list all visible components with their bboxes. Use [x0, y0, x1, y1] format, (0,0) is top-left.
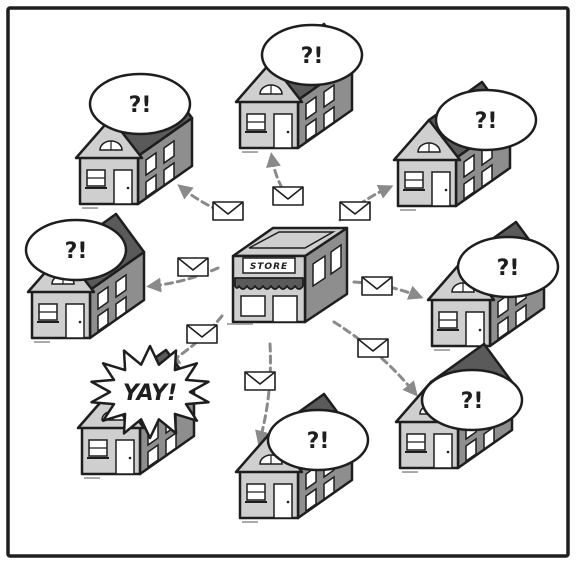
- bubble-shape: [88, 72, 192, 136]
- message-arrow-west: [146, 266, 220, 293]
- store-building: STORE: [227, 226, 349, 325]
- envelope-icon: [177, 257, 209, 277]
- burst-shape: [90, 344, 210, 440]
- reaction-text: ?!: [65, 239, 88, 264]
- store-sign: [242, 257, 296, 274]
- envelope-icon: [272, 186, 304, 206]
- reaction-text: ?!: [461, 389, 484, 414]
- envelope-icon: [357, 338, 389, 358]
- envelope-icon: [361, 276, 393, 296]
- message-arrow-north: [266, 152, 284, 190]
- reaction-text: ?!: [129, 93, 152, 118]
- reaction-text: YAY!: [123, 381, 177, 406]
- envelope-icon: [339, 201, 371, 221]
- store-sign-label: STORE: [250, 262, 288, 272]
- speech-bubble-east: ?!: [456, 235, 560, 299]
- speech-bubble-north-west: ?!: [88, 72, 192, 136]
- reaction-burst-south-west: YAY!: [90, 344, 210, 440]
- envelope-icon: [212, 201, 244, 221]
- bubble-shape: [24, 218, 128, 282]
- envelope-icon: [244, 371, 276, 391]
- message-arrow-south: [255, 342, 272, 446]
- bubble-shape: [266, 408, 370, 472]
- speech-bubble-south: ?!: [266, 408, 370, 472]
- envelope-icon: [186, 324, 218, 344]
- reaction-text: ?!: [307, 429, 330, 454]
- bubbles-layer: ?!?!?!?!?! YAY!?!?!: [24, 23, 560, 472]
- speech-bubble-south-east: ?!: [420, 368, 524, 432]
- speech-bubble-north: ?!: [260, 23, 364, 87]
- speech-bubble-north-east: ?!: [434, 88, 538, 152]
- diagram-frame: [6, 6, 570, 558]
- bubble-shape: [420, 368, 524, 432]
- bubble-shape: [434, 88, 538, 152]
- reaction-text: ?!: [301, 44, 324, 69]
- bubble-shape: [456, 235, 560, 299]
- reaction-text: ?!: [497, 256, 520, 281]
- speech-bubble-west: ?!: [24, 218, 128, 282]
- reaction-text: ?!: [475, 109, 498, 134]
- message-arrow-east: [352, 280, 424, 300]
- bubble-shape: [260, 23, 364, 87]
